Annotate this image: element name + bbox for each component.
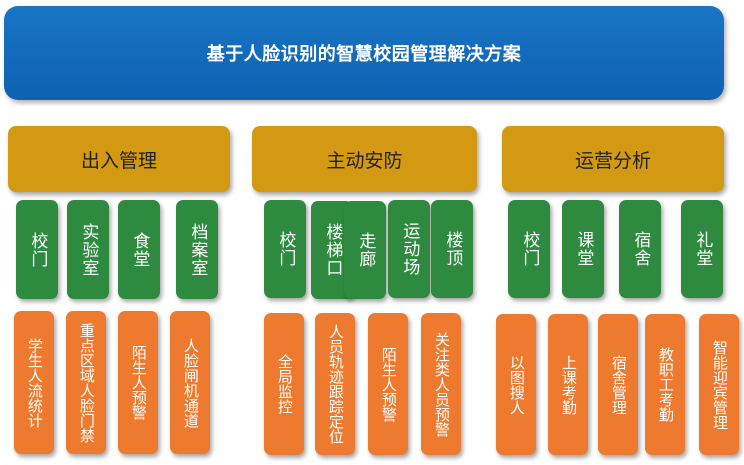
function-label: 教职工考勤	[656, 347, 675, 422]
page-title: 基于人脸识别的智慧校园管理解决方案	[206, 44, 522, 65]
category-operations-analysis: 运营分析	[502, 126, 724, 192]
category-label: 主动安防	[326, 149, 403, 172]
place-label: 楼顶	[442, 231, 463, 267]
place-label: 校门	[275, 231, 296, 267]
place-label: 礼堂	[692, 231, 713, 267]
place-label: 运动场	[399, 222, 420, 276]
place-box: 校门	[508, 200, 550, 298]
function-label: 陌生人预警	[129, 345, 148, 420]
place-label: 档案室	[187, 222, 208, 277]
function-label: 重点区域人脸门禁	[77, 322, 96, 443]
place-label: 走廊	[355, 232, 376, 268]
title-banner: 基于人脸识别的智慧校园管理解决方案	[4, 6, 724, 100]
place-label: 实验室	[78, 222, 99, 277]
function-label: 全局监控	[275, 354, 294, 414]
function-box: 关注类人员预警	[421, 313, 461, 455]
place-box: 课堂	[562, 200, 604, 298]
place-box: 实验室	[67, 200, 109, 299]
function-label: 人员轨迹跟踪定位	[326, 324, 345, 444]
function-box: 重点区域人脸门禁	[66, 311, 106, 454]
function-box: 陌生人预警	[368, 313, 408, 455]
function-label: 上课考勤	[559, 354, 578, 415]
function-label: 以图搜人	[507, 354, 526, 415]
category-entry-exit: 出入管理	[8, 126, 230, 192]
place-box: 宿舍	[619, 200, 661, 298]
place-label: 校门	[519, 231, 540, 267]
function-label: 关注类人员预警	[432, 331, 451, 437]
place-box: 楼顶	[431, 200, 473, 298]
function-label: 学生人流统计	[25, 337, 44, 428]
place-box: 运动场	[388, 200, 430, 298]
category-active-security: 主动安防	[252, 126, 477, 192]
function-box: 全局监控	[264, 313, 304, 455]
function-box: 智能迎宾管理	[699, 314, 739, 455]
place-label: 食堂	[129, 231, 150, 268]
place-box: 走廊	[344, 201, 386, 299]
place-box: 校门	[264, 200, 306, 298]
function-box: 教职工考勤	[645, 314, 685, 455]
place-box: 档案室	[176, 200, 218, 299]
category-label: 出入管理	[80, 149, 157, 172]
function-label: 陌生人预警	[379, 346, 398, 422]
place-box: 食堂	[118, 200, 160, 299]
function-box: 学生人流统计	[14, 311, 54, 454]
place-label: 宿舍	[630, 231, 651, 267]
function-label: 宿舍管理	[609, 354, 628, 415]
function-box: 陌生人预警	[118, 311, 158, 454]
function-box: 以图搜人	[496, 314, 536, 455]
place-box: 礼堂	[681, 200, 723, 298]
function-box: 宿舍管理	[598, 314, 638, 455]
place-label: 课堂	[573, 231, 594, 267]
place-label: 楼梯口	[322, 223, 343, 277]
place-box: 校门	[16, 200, 58, 299]
function-label: 人脸闸机通道	[181, 337, 200, 428]
function-box: 人员轨迹跟踪定位	[315, 313, 355, 455]
function-box: 上课考勤	[548, 314, 588, 455]
place-label: 校门	[27, 231, 48, 268]
function-label: 智能迎宾管理	[710, 339, 729, 430]
category-label: 运营分析	[574, 149, 651, 172]
function-box: 人脸闸机通道	[170, 311, 210, 454]
